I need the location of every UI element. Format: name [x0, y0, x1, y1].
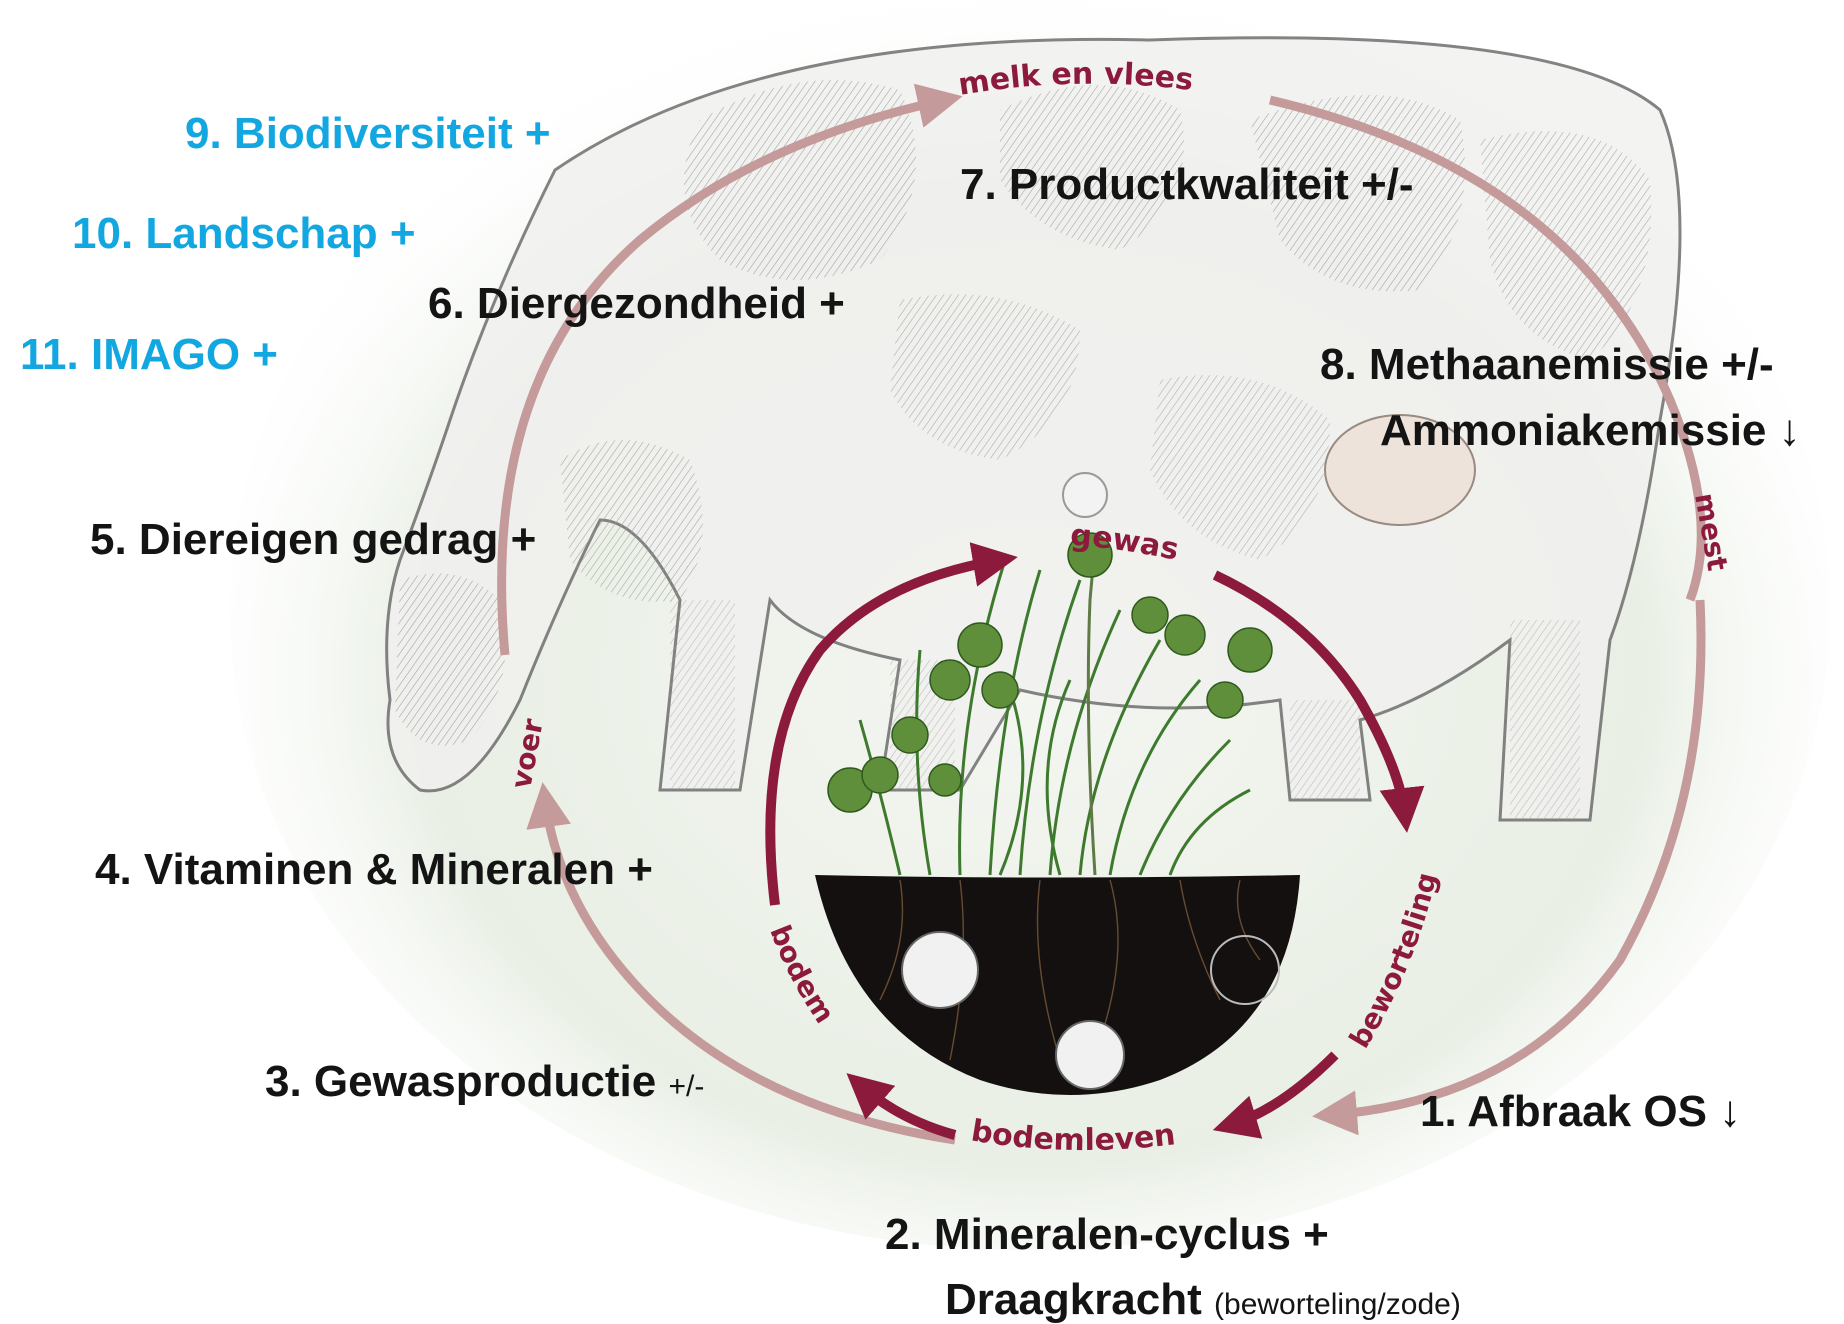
label-diergezondheid: 6. Diergezondheid +	[428, 282, 845, 326]
label-ammoniakemissie: Ammoniakemissie ↓	[1380, 409, 1801, 453]
label-landschap: 10. Landschap +	[72, 212, 416, 256]
soil-organism-circle-bottom	[1056, 1021, 1124, 1089]
label-imago: 11. IMAGO +	[20, 333, 278, 377]
label-mineralen-cyclus: 2. Mineralen-cyclus +	[885, 1213, 1329, 1257]
label-diereigen-gedrag: 5. Diereigen gedrag +	[90, 518, 536, 562]
soil-organism-circle-left	[902, 932, 978, 1008]
label-methaanemissie: 8. Methaanemissie +/-	[1320, 343, 1774, 387]
label-gewasproductie-suffix: +/-	[668, 1070, 704, 1103]
label-biodiversiteit: 9. Biodiversiteit +	[185, 112, 551, 156]
label-draagkracht-suffix: (beworteling/zode)	[1214, 1288, 1461, 1321]
label-gewasproductie: 3. Gewasproductie +/-	[265, 1060, 704, 1104]
label-afbraak-os: 1. Afbraak OS ↓	[1420, 1090, 1741, 1134]
label-gewasproductie-text: 3. Gewasproductie	[265, 1057, 656, 1106]
label-vitaminen-mineralen: 4. Vitaminen & Mineralen +	[95, 848, 653, 892]
label-draagkracht-text: Draagkracht	[945, 1275, 1202, 1324]
label-productkwaliteit: 7. Productkwaliteit +/-	[960, 163, 1414, 207]
label-draagkracht: Draagkracht (beworteling/zode)	[945, 1278, 1461, 1322]
